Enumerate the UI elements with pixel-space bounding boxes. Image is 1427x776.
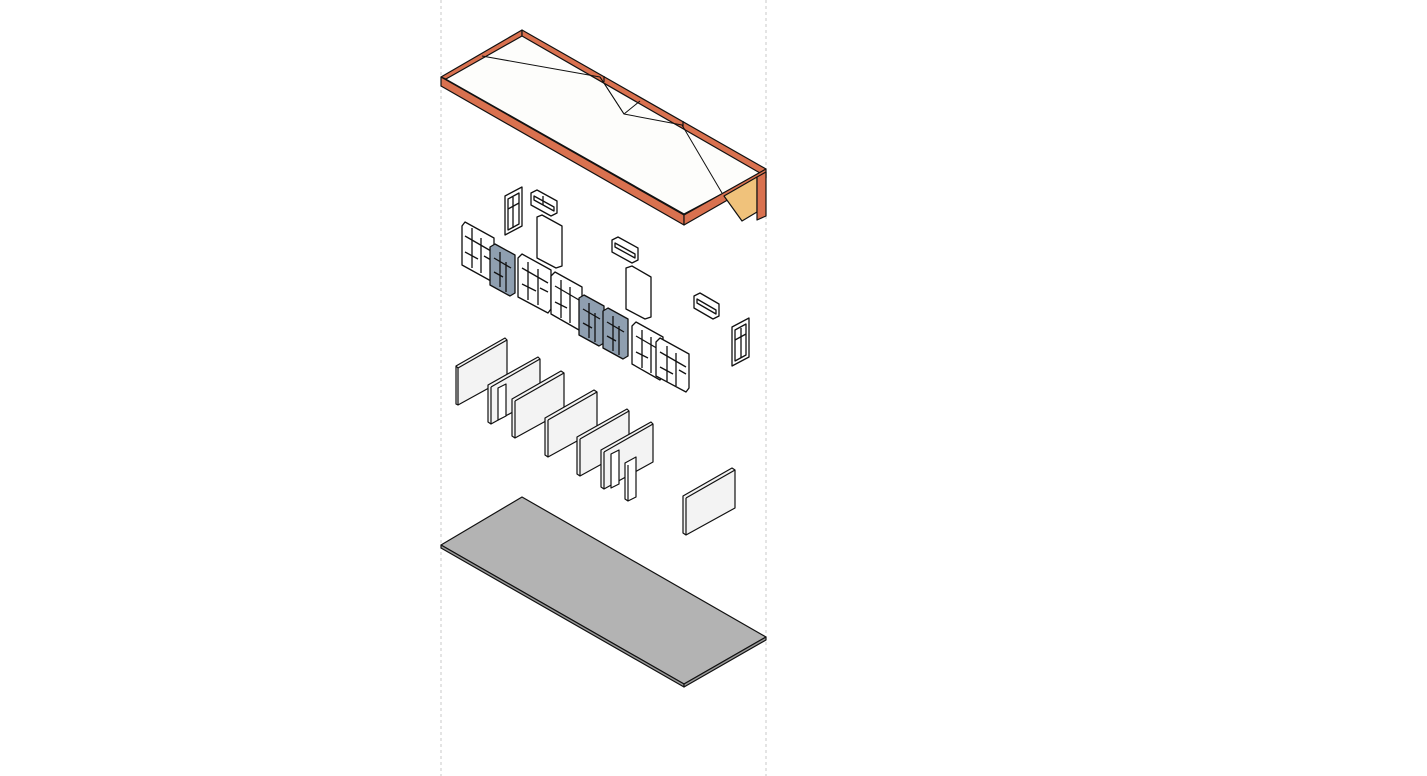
door-panel-1 <box>536 214 563 269</box>
glass-panel-2 <box>578 294 605 347</box>
roof-gable-side <box>756 171 767 221</box>
windows-layer <box>461 186 750 393</box>
window-horizontal-small-2 <box>611 236 639 264</box>
window-horizontal-small-1 <box>530 189 558 217</box>
floor-slab-edge-right <box>683 636 767 688</box>
window-horizontal-small-3 <box>693 292 720 320</box>
floor-slab-layer <box>440 496 767 688</box>
partition-wall-2-with-door <box>487 356 541 425</box>
facade-window-1 <box>461 221 495 282</box>
roof-fold-line-2 <box>599 76 641 115</box>
window-tall-small-2 <box>731 317 750 367</box>
glass-panel-3 <box>602 307 629 360</box>
facade-window-5 <box>655 337 690 393</box>
door-panel-2 <box>625 265 652 320</box>
floor-slab-top <box>440 496 767 685</box>
partition-wall-7 <box>682 467 736 536</box>
partition-walls-layer <box>455 337 736 536</box>
partition-wall-6-with-doors <box>600 421 654 502</box>
facade-window-3 <box>550 271 583 331</box>
glass-panel-1 <box>489 243 516 297</box>
roof-top-surface <box>441 31 766 215</box>
window-tall-small-1 <box>504 186 523 236</box>
roof-layer <box>440 29 767 226</box>
facade-window-2 <box>517 253 552 314</box>
